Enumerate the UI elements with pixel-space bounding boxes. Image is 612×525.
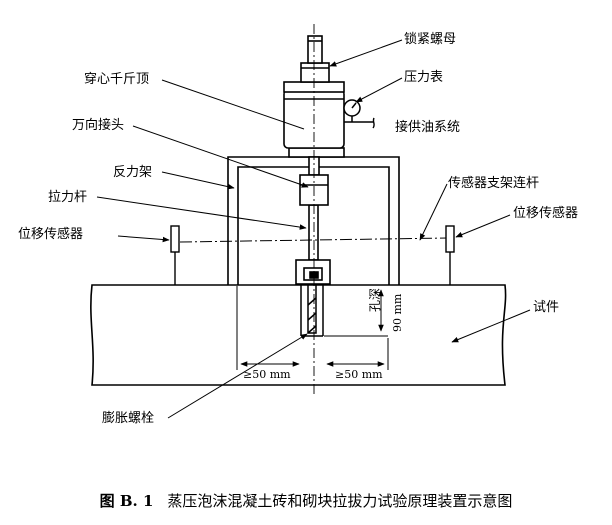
lock-nut bbox=[300, 62, 330, 83]
oil-supply-label: 接供油系统 bbox=[395, 120, 461, 135]
top-rod bbox=[307, 35, 323, 64]
pressure-gauge bbox=[343, 99, 374, 123]
displacement-sensor-left-label: 位移传感器 bbox=[18, 227, 84, 242]
expansion-bolt-label: 膨胀螺栓 bbox=[102, 411, 155, 426]
pull-rod-label: 拉力杆 bbox=[48, 190, 88, 205]
right-distance-label: ≥50 mm bbox=[335, 368, 383, 381]
hollow-jack-label: 穿心千斤顶 bbox=[84, 72, 150, 87]
hole-depth-value: 90 mm bbox=[391, 293, 404, 332]
hole-depth-label: 孔深 bbox=[368, 287, 382, 312]
displacement-sensor-right-label: 位移传感器 bbox=[513, 206, 579, 221]
hole-depth-value-text: 90 mm bbox=[390, 294, 405, 332]
lock-nut-label: 锁紧螺母 bbox=[404, 32, 457, 47]
expansion-bolt-hole bbox=[300, 284, 324, 337]
displacement-sensor-right bbox=[445, 225, 455, 285]
pressure-gauge-label: 压力表 bbox=[404, 70, 444, 85]
leader-lines bbox=[96, 39, 531, 419]
distance-dimensions bbox=[236, 286, 389, 370]
figure-caption: 图 B. 1 蒸压泡沫混凝土砖和砌块拉拔力试验原理装置示意图 bbox=[0, 490, 612, 511]
left-distance-label: ≥50 mm bbox=[243, 368, 291, 381]
hole-depth-text: 孔深 bbox=[368, 288, 383, 312]
oil-line-break bbox=[372, 117, 375, 129]
reaction-frame-label: 反力架 bbox=[113, 165, 153, 180]
sensor-bracket-rod-label: 传感器支架连杆 bbox=[448, 176, 540, 191]
figure-title: 蒸压泡沫混凝土砖和砌块拉拔力试验原理装置示意图 bbox=[167, 492, 513, 510]
figure-number: 图 B. 1 bbox=[99, 492, 154, 510]
universal-joint-label: 万向接头 bbox=[72, 118, 125, 133]
displacement-sensor-left bbox=[170, 225, 180, 285]
specimen-block bbox=[90, 284, 507, 386]
sensor-bracket-rod bbox=[179, 237, 449, 243]
specimen-label: 试件 bbox=[533, 300, 560, 315]
hole-depth-dimension bbox=[324, 284, 388, 337]
bolt-connector bbox=[295, 259, 331, 285]
